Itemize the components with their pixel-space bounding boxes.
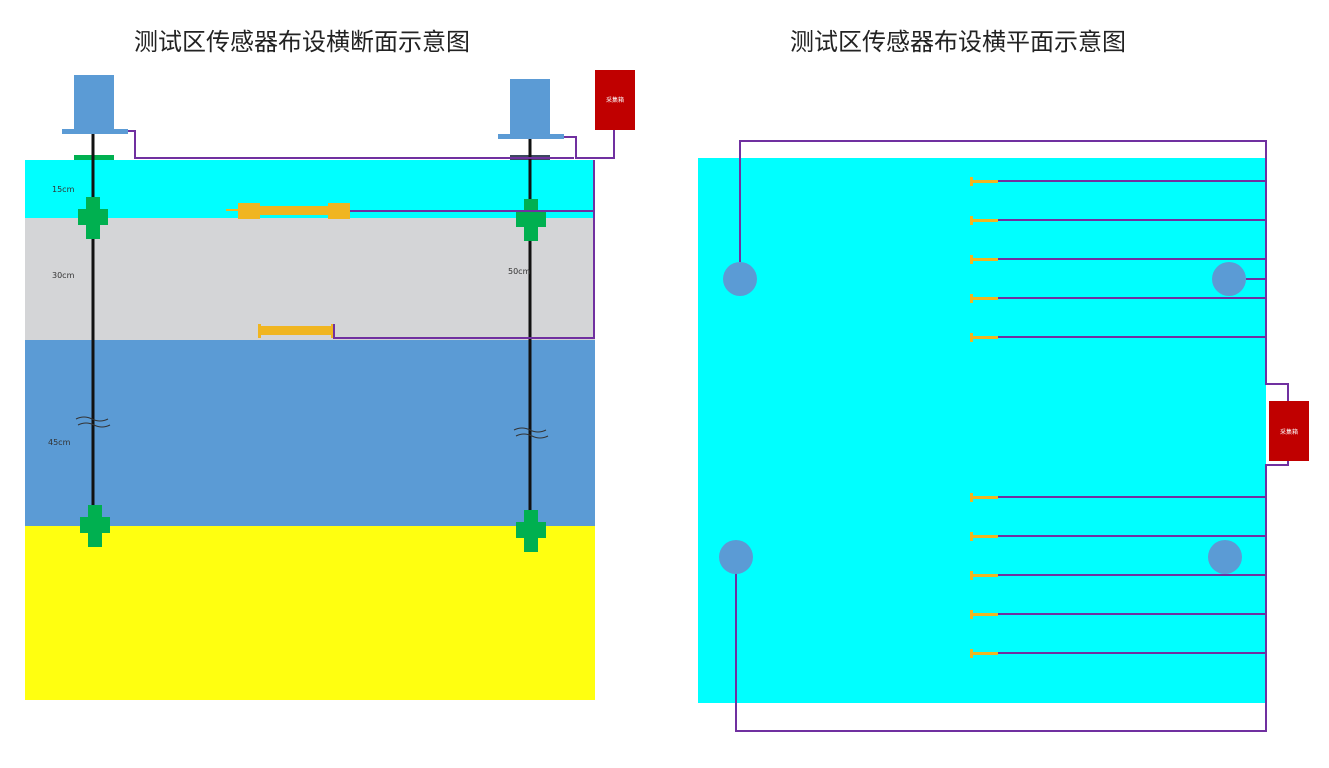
blue-layer: [25, 340, 595, 526]
plan-pipe-top-right: [1212, 262, 1246, 296]
upper-strain-gauge: [226, 203, 350, 219]
cross-section-diagram: 采集箱 15cm 30cm 45cm 50cm: [25, 70, 635, 700]
depth-label-30cm: 30cm: [52, 271, 75, 280]
plan-upper-sensor-lines: [996, 180, 1266, 338]
yellow-layer: [25, 526, 595, 700]
lower-strain-gauge: [258, 324, 334, 338]
plan-pipe-bottom-right: [1208, 540, 1242, 574]
left-upper-sensor: [78, 197, 108, 239]
cross-section-wiring: [128, 130, 615, 339]
plan-outer-wiring: [735, 140, 1289, 732]
plan-test-area: [698, 158, 1266, 703]
collector-box-right: [1269, 401, 1309, 461]
collector-box-left: [595, 70, 635, 130]
plan-pipe-bottom-left: [719, 540, 753, 574]
cross-section-title: 测试区传感器布设横断面示意图: [134, 28, 470, 56]
plan-view-title: 测试区传感器布设横平面示意图: [790, 28, 1126, 56]
collector-box-right-label: 采集箱: [1280, 428, 1298, 436]
collector-box-left-label: 采集箱: [606, 96, 624, 104]
left-break-mark: [75, 416, 111, 428]
plan-upper-strain-gauges: [970, 177, 998, 342]
plan-pipe-top-left: [723, 262, 757, 296]
depth-label-45cm: 45cm: [48, 438, 71, 447]
left-pipe-head: [62, 75, 128, 160]
depth-label-15cm: 15cm: [52, 185, 75, 194]
depth-label-50cm: 50cm: [508, 267, 531, 276]
plan-lower-strain-gauges: [970, 493, 998, 658]
right-lower-sensor: [516, 510, 546, 552]
plan-view-diagram: 采集箱: [698, 140, 1309, 732]
right-break-mark: [513, 427, 549, 439]
plan-lower-sensor-lines: [996, 496, 1266, 654]
left-lower-sensor: [80, 505, 110, 547]
gray-layer: [25, 218, 595, 340]
right-upper-sensor: [516, 199, 546, 241]
